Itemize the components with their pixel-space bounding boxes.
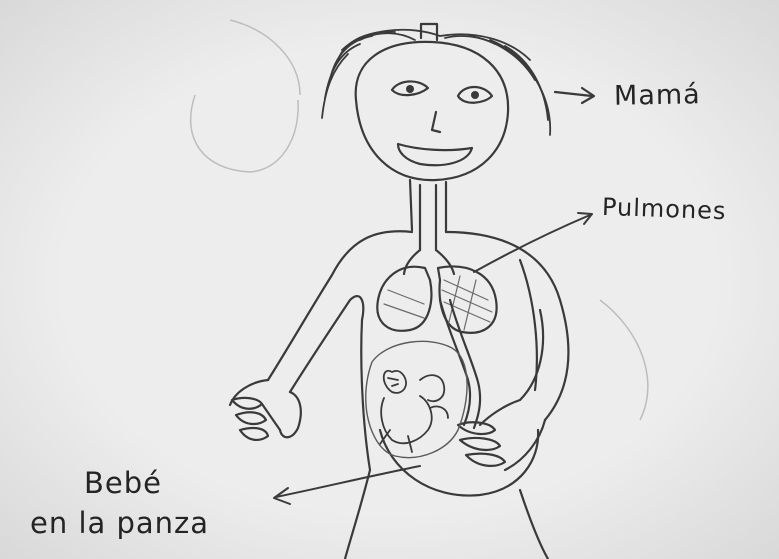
label-en-la-panza: en la panza: [30, 506, 209, 540]
label-pulmones: Pulmones: [602, 193, 727, 225]
label-mama: Mamá: [614, 79, 701, 112]
right-pupil: [471, 91, 479, 99]
left-pupil: [406, 85, 414, 93]
label-bebe: Bebé: [84, 466, 162, 500]
